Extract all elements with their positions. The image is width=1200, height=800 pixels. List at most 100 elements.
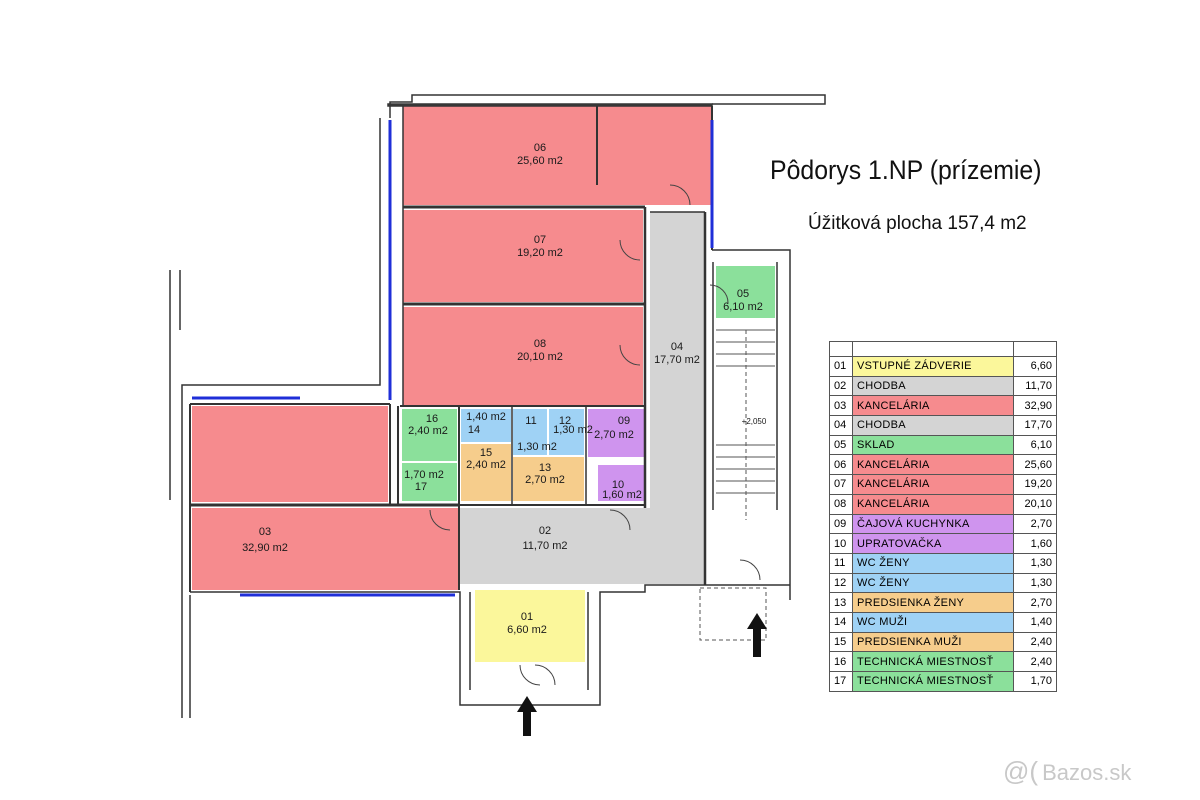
room-label-13-no: 13	[539, 462, 551, 474]
legend-room-number: 12	[829, 572, 853, 594]
room-17-fill	[402, 463, 457, 501]
legend-room-number: 01	[829, 356, 853, 377]
room-14-fill	[461, 409, 511, 442]
legend-room-number: 17	[829, 671, 853, 692]
legend-room-area: 1,30	[1013, 572, 1057, 594]
room-15-fill	[461, 444, 511, 501]
room-16-fill	[402, 409, 457, 461]
room-10-fill	[598, 465, 644, 501]
doors	[429, 184, 761, 686]
entrance-arrow-side	[747, 613, 767, 657]
legend-room-name: TECHNICKÁ MIESTNOSŤ	[852, 671, 1014, 692]
room-label-08-area: 20,10 m2	[517, 351, 563, 363]
room-label-03-no: 03	[259, 526, 271, 538]
legend-room-number: 16	[829, 651, 853, 672]
walls	[169, 94, 826, 718]
legend-room-name: UPRATOVAČKA	[852, 533, 1014, 554]
watermark: @(Bazos.sk	[1003, 756, 1131, 787]
legend-room-area: 20,10	[1013, 493, 1057, 515]
legend-room-name: VSTUPNÉ ZÁDVERIE	[852, 356, 1014, 377]
room-label-12-no: 12	[559, 415, 571, 427]
stairs	[699, 329, 775, 641]
legend-room-number: 11	[829, 552, 853, 574]
legend-header-cell	[852, 341, 1014, 357]
room-label-17-no: 17	[415, 481, 427, 493]
room-label-16-area: 2,40 m2	[408, 425, 448, 437]
legend-room-name: SKLAD	[852, 434, 1014, 456]
room-label-05-no: 05	[737, 288, 749, 300]
legend-room-name: CHODBA	[852, 375, 1014, 397]
legend-room-number: 13	[829, 592, 853, 613]
room-label-03-area: 32,90 m2	[242, 542, 288, 554]
legend-room-area: 25,60	[1013, 454, 1057, 476]
legend-room-area: 2,40	[1013, 631, 1057, 653]
room-11-fill	[513, 409, 547, 455]
room-13-fill	[513, 457, 584, 501]
legend-room-area: 2,70	[1013, 592, 1057, 613]
plan-title: Pôdorys 1.NP (prízemie)	[770, 155, 1042, 185]
watermark-text: Bazos.sk	[1042, 760, 1132, 785]
room-03b-fill	[192, 508, 458, 590]
room-01-fill	[475, 590, 585, 662]
legend-room-area: 2,40	[1013, 651, 1057, 672]
legend-room-area: 2,70	[1013, 513, 1057, 535]
room-label-17-area: 1,70 m2	[404, 469, 444, 481]
room-label-08-no: 08	[534, 338, 546, 350]
room-label-04-area: 17,70 m2	[654, 354, 700, 366]
room-label-16-no: 16	[426, 413, 438, 425]
legend-header-cell	[1013, 341, 1057, 357]
usable-area-subtitle: Úžitková plocha 157,4 m2	[808, 213, 1027, 234]
legend-room-area: 1,30	[1013, 552, 1057, 574]
stair-level-label: +2,050	[742, 417, 767, 426]
entrance-arrows	[517, 613, 767, 736]
room-label-07-area: 19,20 m2	[517, 247, 563, 259]
legend-room-area: 6,10	[1013, 434, 1057, 456]
room-labels: 06 25,60 m2 07 19,20 m2 08 20,10 m2 04 1…	[242, 142, 767, 636]
legend-room-number: 05	[829, 434, 853, 456]
room-label-13-area: 2,70 m2	[525, 474, 565, 486]
room-fills	[192, 105, 775, 662]
room-label-01-area: 6,60 m2	[507, 624, 547, 636]
room-02-fill	[459, 508, 650, 584]
legend-room-area: 1,60	[1013, 533, 1057, 554]
room-label-06-no: 06	[534, 142, 546, 154]
room-05-fill	[716, 266, 775, 318]
windows	[192, 120, 714, 597]
room-label-15-area: 2,40 m2	[466, 459, 506, 471]
room-label-15-no: 15	[480, 447, 492, 459]
legend-room-name: TECHNICKÁ MIESTNOSŤ	[852, 651, 1014, 672]
legend-room-name: KANCELÁRIA	[852, 474, 1014, 495]
room-label-11-no: 11	[525, 415, 536, 427]
legend-room-number: 02	[829, 375, 853, 397]
legend-room-name: KANCELÁRIA	[852, 454, 1014, 476]
legend-room-area: 17,70	[1013, 415, 1057, 436]
room-04-fill	[650, 212, 704, 584]
room-label-11-area: 1,30 m2	[517, 441, 557, 453]
room-label-02-no: 02	[539, 525, 551, 537]
legend-room-area: 32,90	[1013, 395, 1057, 417]
legend-room-area: 19,20	[1013, 474, 1057, 495]
legend-room-number: 08	[829, 493, 853, 515]
room-label-01-no: 01	[521, 611, 533, 623]
legend-room-area: 6,60	[1013, 356, 1057, 377]
room-08-fill	[403, 307, 643, 405]
legend-room-name: KANCELÁRIA	[852, 493, 1014, 515]
legend-room-number: 10	[829, 533, 853, 554]
room-label-09-no: 09	[618, 415, 630, 427]
legend-room-name: ČAJOVÁ KUCHYNKA	[852, 513, 1014, 535]
room-07-fill	[403, 210, 643, 302]
room-06-fill	[403, 105, 711, 205]
